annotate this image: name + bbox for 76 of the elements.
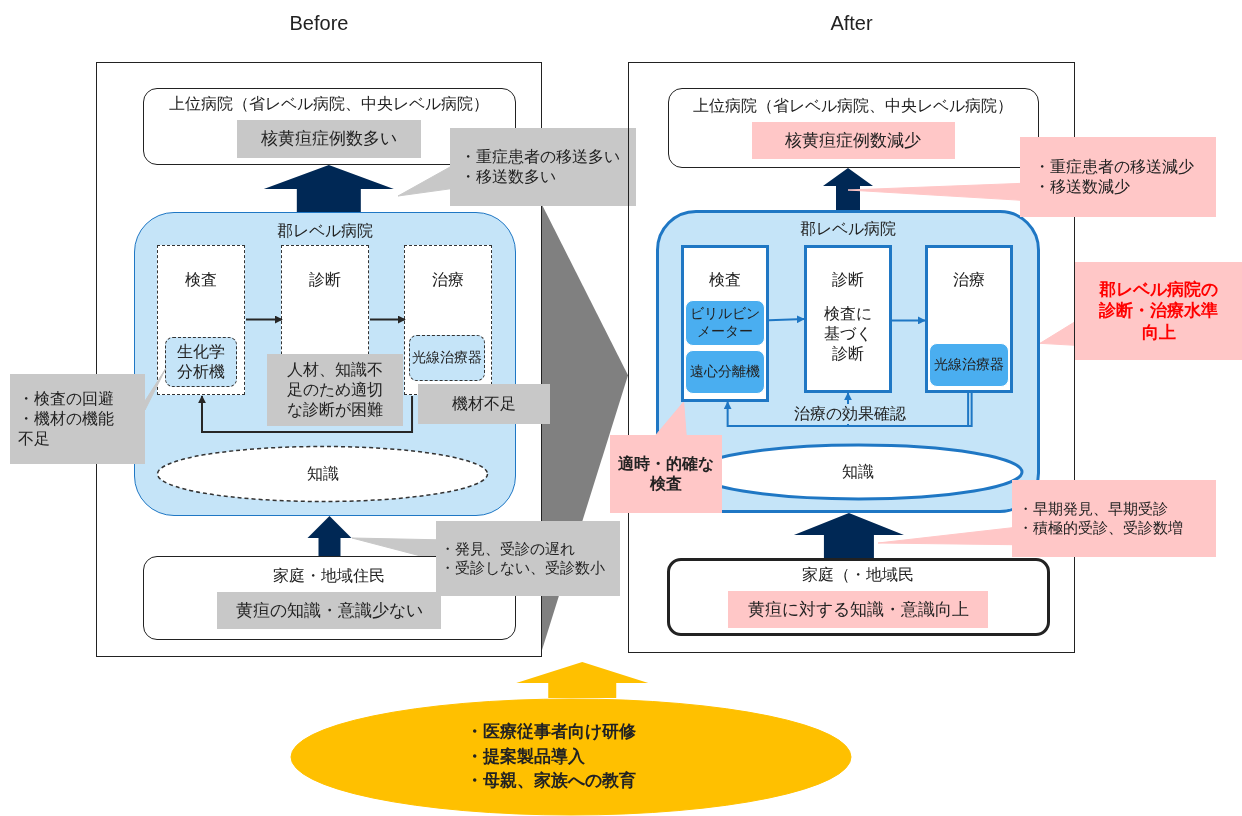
ellipse-label: 知識 bbox=[842, 461, 874, 482]
device-box bbox=[684, 349, 765, 394]
arrow bbox=[369, 315, 406, 324]
ellipse-label: 知識 bbox=[306, 464, 339, 484]
callout-text: ・重症患者の移送多い・移送数多い bbox=[460, 147, 620, 187]
box-title: 上位病院（省レベル病院、中央レベル病院） bbox=[693, 95, 1013, 116]
block-arrow bbox=[307, 516, 352, 556]
measures-ellipse bbox=[290, 698, 852, 816]
hospital-box bbox=[667, 87, 1039, 168]
household-box bbox=[666, 557, 1050, 636]
box-title: 上位病院（省レベル病院、中央レベル病院） bbox=[169, 94, 489, 115]
step-box bbox=[924, 244, 1013, 393]
block-arrow bbox=[263, 165, 394, 212]
callout-tail bbox=[847, 182, 1021, 201]
device-box bbox=[164, 336, 237, 387]
step-title: 診断 bbox=[831, 269, 864, 290]
callout-tooltip bbox=[610, 435, 722, 513]
highlight-label: 核黄疸症例数減少 bbox=[751, 121, 955, 160]
highlight-label: 黄疸に対する知識・意識向上 bbox=[728, 590, 988, 629]
device-box bbox=[928, 342, 1009, 387]
callout-text: 郡レベル病院の診断・治療水準向上 bbox=[1098, 279, 1219, 343]
step-box bbox=[803, 244, 892, 393]
step-title: 検査 bbox=[184, 270, 218, 290]
device-label: 光線治療器 bbox=[411, 348, 482, 367]
step-description: 検査に基づく診断 bbox=[822, 303, 873, 364]
block-arrow bbox=[516, 662, 649, 698]
device-label: 遠心分離機 bbox=[689, 362, 760, 381]
callout-tooltip bbox=[1020, 137, 1216, 217]
callout-text: ・発見、受診の遅れ・受診しない、受診数小 bbox=[440, 539, 605, 578]
hospital-area bbox=[133, 211, 516, 516]
area-title: 郡レベル病院 bbox=[798, 218, 897, 239]
arrow bbox=[844, 392, 973, 427]
arrow bbox=[198, 395, 414, 433]
step-title: 診断 bbox=[309, 270, 341, 290]
device-box bbox=[408, 334, 485, 381]
note-text: 機材不足 bbox=[452, 394, 516, 414]
step-title: 治療 bbox=[431, 270, 465, 290]
callout-tooltip bbox=[1012, 480, 1216, 557]
block-arrow bbox=[793, 513, 904, 558]
callout-tooltip bbox=[1075, 262, 1242, 360]
note-tooltip bbox=[267, 354, 403, 426]
step-title: 検査 bbox=[707, 269, 742, 290]
step-box bbox=[680, 244, 769, 402]
arrow bbox=[768, 315, 805, 324]
callout-tail bbox=[655, 401, 687, 436]
box-title: 家庭（・地域民 bbox=[802, 564, 914, 585]
box-title: 家庭・地域住民 bbox=[273, 565, 385, 586]
callout-tail bbox=[397, 166, 451, 197]
callout-tail bbox=[1039, 321, 1076, 346]
step-box bbox=[157, 245, 245, 395]
step-box bbox=[404, 245, 492, 395]
knowledge-ellipse bbox=[156, 445, 489, 503]
area-title: 郡レベル病院 bbox=[275, 220, 374, 241]
device-label: 光線治療器 bbox=[933, 355, 1004, 374]
arrow bbox=[245, 315, 283, 324]
highlight-label: 核黄疸症例数多い bbox=[237, 120, 421, 158]
callout-text: ・早期発見、早期受診・積極的受診、受診数増 bbox=[1018, 499, 1183, 538]
note-text: 人材、知識不足のため適切な診断が困難 bbox=[287, 360, 383, 420]
panel-heading: After bbox=[829, 11, 874, 36]
callout-tail bbox=[877, 527, 1013, 546]
callout-text: ・重症患者の移送減少・移送数減少 bbox=[1034, 157, 1194, 197]
arrow bbox=[723, 392, 970, 427]
callout-tooltip bbox=[450, 128, 636, 206]
callout-text: 適時・的確な検査 bbox=[618, 454, 714, 494]
panel-heading: Before bbox=[288, 11, 350, 36]
device-label: 生化学分析機 bbox=[175, 341, 226, 382]
step-title: 治療 bbox=[951, 269, 986, 290]
device-label: ビリルビンメーター bbox=[688, 305, 761, 340]
block-arrow bbox=[823, 168, 873, 210]
arrow bbox=[891, 316, 926, 325]
callout-tooltip bbox=[436, 521, 620, 596]
callout-text: ・検査の回避・機材の機能不足 bbox=[18, 389, 115, 449]
measures-text: ・医療従事者向け研修・提案製品導入・母親、家族への教育 bbox=[466, 721, 636, 793]
device-box bbox=[684, 299, 765, 346]
callout-tooltip bbox=[10, 374, 145, 464]
highlight-label: 黄疸の知識・意識少ない bbox=[217, 591, 441, 630]
